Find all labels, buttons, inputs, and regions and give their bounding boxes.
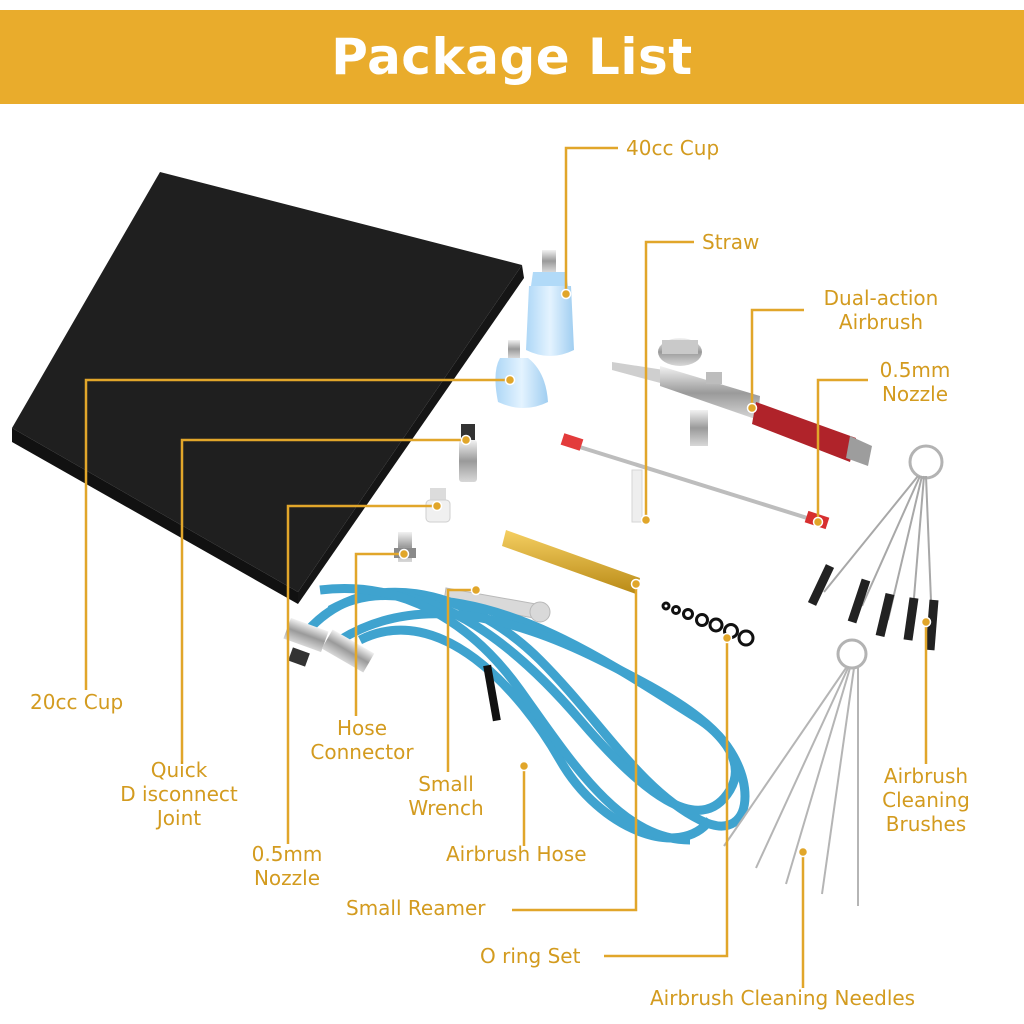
page-title: Package List — [331, 28, 693, 86]
label-small-reamer: Small Reamer — [346, 896, 486, 920]
label-20cc-cup: 20cc Cup — [30, 690, 124, 714]
label-cleaning-needles: Airbrush Cleaning Needles — [650, 986, 916, 1010]
label-nozzle-right: 0.5mm Nozzle — [879, 358, 951, 406]
label-dual-action-airbrush: Dual-action Airbrush — [823, 286, 939, 334]
storage-box — [12, 172, 524, 604]
label-small-wrench: Small Wrench — [408, 772, 484, 820]
label-cleaning-brushes: Airbrush Cleaning Brushes — [882, 764, 970, 836]
cup-20cc — [495, 340, 548, 408]
cleaning-needles — [723, 638, 868, 906]
o-ring-set — [661, 601, 755, 647]
leader-dots — [398, 288, 932, 858]
small-reamer — [502, 530, 640, 594]
quick-disconnect-joint — [459, 424, 477, 482]
hose-end-fittings — [283, 617, 501, 722]
header-banner: Package List — [0, 10, 1024, 104]
dual-action-airbrush — [612, 338, 872, 466]
cleaning-brushes — [807, 444, 944, 651]
label-airbrush-hose: Airbrush Hose — [446, 842, 587, 866]
nozzle-needle — [560, 433, 830, 530]
cup-40cc — [526, 250, 574, 356]
label-40cc-cup: 40cc Cup — [626, 136, 720, 160]
label-straw: Straw — [702, 230, 760, 254]
airbrush-hose — [296, 584, 750, 845]
label-quick-disconnect-joint: Quick D isconnect Joint — [120, 758, 238, 830]
label-hose-connector: Hose Connector — [310, 716, 414, 764]
label-o-ring-set: O ring Set — [480, 944, 581, 968]
straw — [631, 469, 643, 523]
label-nozzle-left: 0.5mm Nozzle — [251, 842, 323, 890]
leader-lines — [84, 146, 928, 988]
